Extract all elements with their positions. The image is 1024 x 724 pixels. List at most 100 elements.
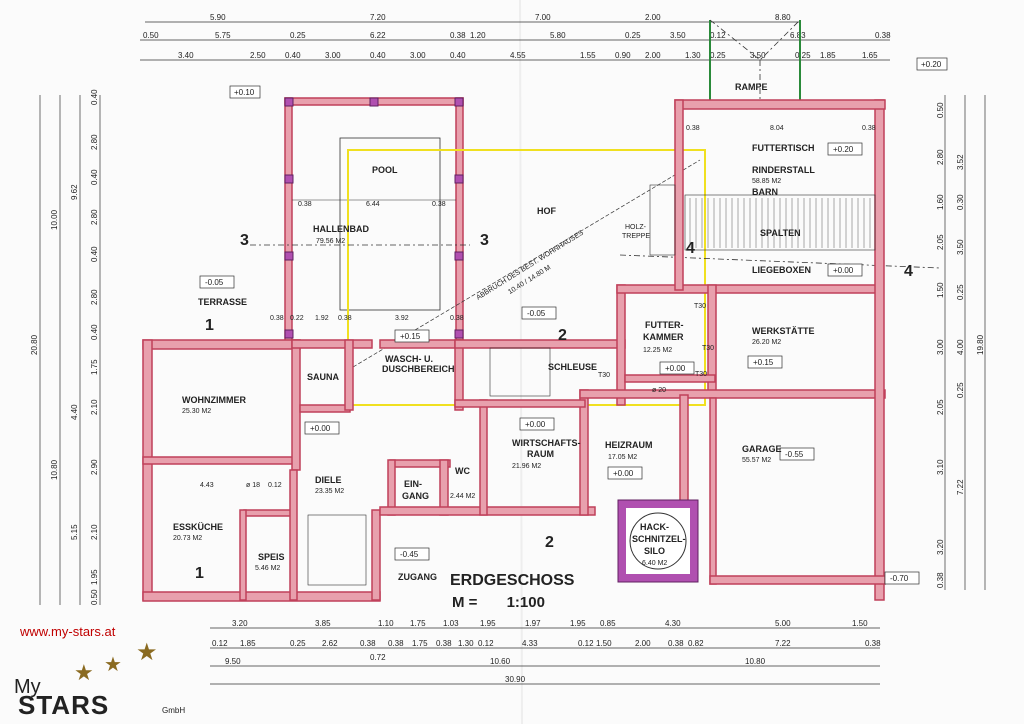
room-esskueche-area: 20.73 M2 (173, 535, 202, 542)
dim-bottom-2: 7.22 (775, 639, 791, 648)
dim-bottom-2: 0.82 (688, 639, 704, 648)
dim-bottom-2: 0.38 (865, 639, 881, 648)
section-mark: 3 (480, 232, 489, 249)
dim-bottom-2: 1.85 (240, 639, 256, 648)
room-hallenbad-area: 79.56 M2 (316, 238, 345, 245)
inner-dim: 0.38 (450, 315, 464, 322)
dim-top-1: 7.00 (535, 13, 551, 22)
dim-left: 2.90 (90, 459, 99, 475)
dimension-lines-top (140, 21, 890, 61)
room-futter-area: 12.25 M2 (643, 347, 672, 354)
inner-dim: ø 18 (246, 482, 260, 489)
inner-dim: T30 (702, 345, 714, 352)
dim-left-outer: 10.00 (50, 209, 59, 230)
room-sauna: SAUNA (307, 372, 340, 382)
inner-dim: 0.38 (862, 125, 876, 132)
dim-bottom-3: 0.72 (370, 653, 386, 662)
level-box: +0.20 (921, 60, 942, 69)
brand-url[interactable]: www.my-stars.at (20, 624, 116, 639)
dim-top-3: 2.00 (645, 51, 661, 60)
dim-right-outer: 0.25 (956, 284, 965, 300)
inner-dim: 0.38 (686, 125, 700, 132)
dim-bottom-4: 30.90 (505, 675, 526, 684)
room-speis: SPEIS (258, 552, 285, 562)
room-pool: POOL (372, 165, 398, 175)
dim-bottom-2: 0.12 (578, 639, 594, 648)
dim-left-outer: 10.80 (50, 459, 59, 480)
inner-dim: 8.04 (770, 125, 784, 132)
dim-bottom-2: 0.12 (478, 639, 494, 648)
dim-right: 2.80 (936, 149, 945, 165)
room-garage-area: 55.57 M2 (742, 457, 771, 464)
room-diele-area: 23.35 M2 (315, 488, 344, 495)
room-wohnzimmer: WOHNZIMMER (182, 395, 246, 405)
inner-dim: T30 (694, 303, 706, 310)
star-icon: ★ (104, 654, 122, 676)
dim-top-1: 5.90 (210, 13, 226, 22)
dim-bottom-1: 1.50 (852, 619, 868, 628)
room-heizraum-area: 17.05 M2 (608, 454, 637, 461)
room-wirtschaft-area: 21.96 M2 (512, 463, 541, 470)
dim-top-3: 0.25 (795, 51, 811, 60)
dim-bottom-3: 10.60 (490, 657, 511, 666)
dim-bottom-1: 1.97 (525, 619, 541, 628)
room-wasch-2: DUSCHBEREICH (382, 364, 455, 374)
dim-left: 2.80 (90, 134, 99, 150)
left-wing-walls (142, 339, 596, 602)
room-wohnzimmer-area: 25.30 M2 (182, 408, 211, 415)
room-speis-area: 5.46 M2 (255, 565, 280, 572)
inner-dim: 1.92 (315, 315, 329, 322)
dim-right-outer: 19.80 (976, 334, 985, 355)
room-futter-2: KAMMER (643, 332, 684, 342)
section-mark: 1 (195, 565, 204, 582)
dim-top-1: 2.00 (645, 13, 661, 22)
dim-bottom-1: 3.85 (315, 619, 331, 628)
dim-left: 2.10 (90, 524, 99, 540)
dim-right: 1.60 (936, 194, 945, 210)
dim-bottom-3: 9.50 (225, 657, 241, 666)
dim-right-outer: 4.00 (956, 339, 965, 355)
room-hack-1: HACK- (640, 522, 669, 532)
dim-top-2: 5.80 (550, 31, 566, 40)
dim-bottom-2: 0.38 (360, 639, 376, 648)
level-box: +0.15 (400, 332, 421, 341)
dim-right: 0.50 (936, 102, 945, 118)
dim-top-3: 0.40 (450, 51, 466, 60)
dim-bottom-2: 1.30 (458, 639, 474, 648)
dim-top-3: 0.40 (285, 51, 301, 60)
room-garage: GARAGE (742, 444, 782, 454)
dim-top-3: 1.30 (685, 51, 701, 60)
room-schleuse: SCHLEUSE (548, 362, 597, 372)
room-heizraum: HEIZRAUM (605, 440, 653, 450)
level-box: +0.00 (310, 424, 331, 433)
dim-left: 2.80 (90, 209, 99, 225)
dim-right: 1.50 (936, 282, 945, 298)
dim-top-2: 6.83 (790, 31, 806, 40)
room-futter-1: FUTTER- (645, 320, 684, 330)
dim-left-outer: 5.15 (70, 524, 79, 540)
dim-top-3: 1.65 (862, 51, 878, 60)
inner-dim: 6.44 (366, 201, 380, 208)
room-diele: DIELE (315, 475, 342, 485)
level-box: -0.70 (890, 574, 909, 583)
dim-top-3: 3.00 (325, 51, 341, 60)
dim-left: 1.75 (90, 359, 99, 375)
room-hack-area: 6.40 M2 (642, 560, 667, 567)
stall-grid (684, 194, 876, 251)
dim-top-2: 0.38 (450, 31, 466, 40)
room-spalten: SPALTEN (760, 228, 801, 238)
brand-stars: STARS (18, 690, 110, 720)
section-lines (250, 244, 941, 269)
dim-right-outer: 3.52 (956, 154, 965, 170)
room-werkstaette: WERKSTÄTTE (752, 326, 815, 336)
level-box: +0.00 (833, 266, 854, 275)
level-box: +0.10 (234, 88, 255, 97)
dim-top-1: 7.20 (370, 13, 386, 22)
dim-left: 0.40 (90, 246, 99, 262)
inner-dim: 0.12 (268, 482, 282, 489)
dim-top-2: 0.50 (143, 31, 159, 40)
dim-left: 1.95 (90, 569, 99, 585)
plan-scale: M = 1:100 (452, 594, 545, 611)
